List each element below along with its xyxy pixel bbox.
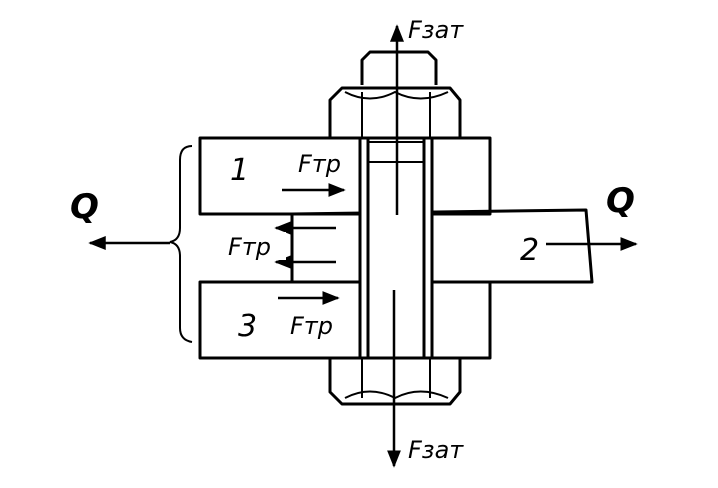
clamp-force-bottom-label: Fзат: [408, 436, 464, 464]
friction-top-label: Fтр: [298, 150, 341, 178]
plate-1-label: 1: [230, 153, 249, 188]
load-right-label: Q: [606, 181, 635, 221]
bolt-tip: [360, 50, 438, 85]
friction-bottom-label-bg: [288, 310, 350, 340]
friction-top-label-bg: [296, 150, 358, 178]
friction-middle-label: Fтр: [228, 233, 271, 261]
plate-1-label-bg: [228, 150, 254, 184]
clamp-force-top-label: Fзат: [408, 16, 464, 44]
brace: [169, 145, 193, 343]
top-nut: [328, 86, 462, 140]
friction-middle-arrows: [274, 221, 336, 269]
plate-3-label: 3: [238, 309, 257, 344]
plate-3-label-bg: [236, 306, 264, 340]
load-left-label: Q: [70, 187, 99, 227]
friction-middle-label-bg: [226, 232, 286, 260]
plate-2: [290, 208, 594, 284]
plate-2-label: 2: [520, 233, 539, 268]
friction-bottom-label: Fтр: [290, 312, 333, 340]
plate-2-label-bg: [518, 230, 546, 264]
